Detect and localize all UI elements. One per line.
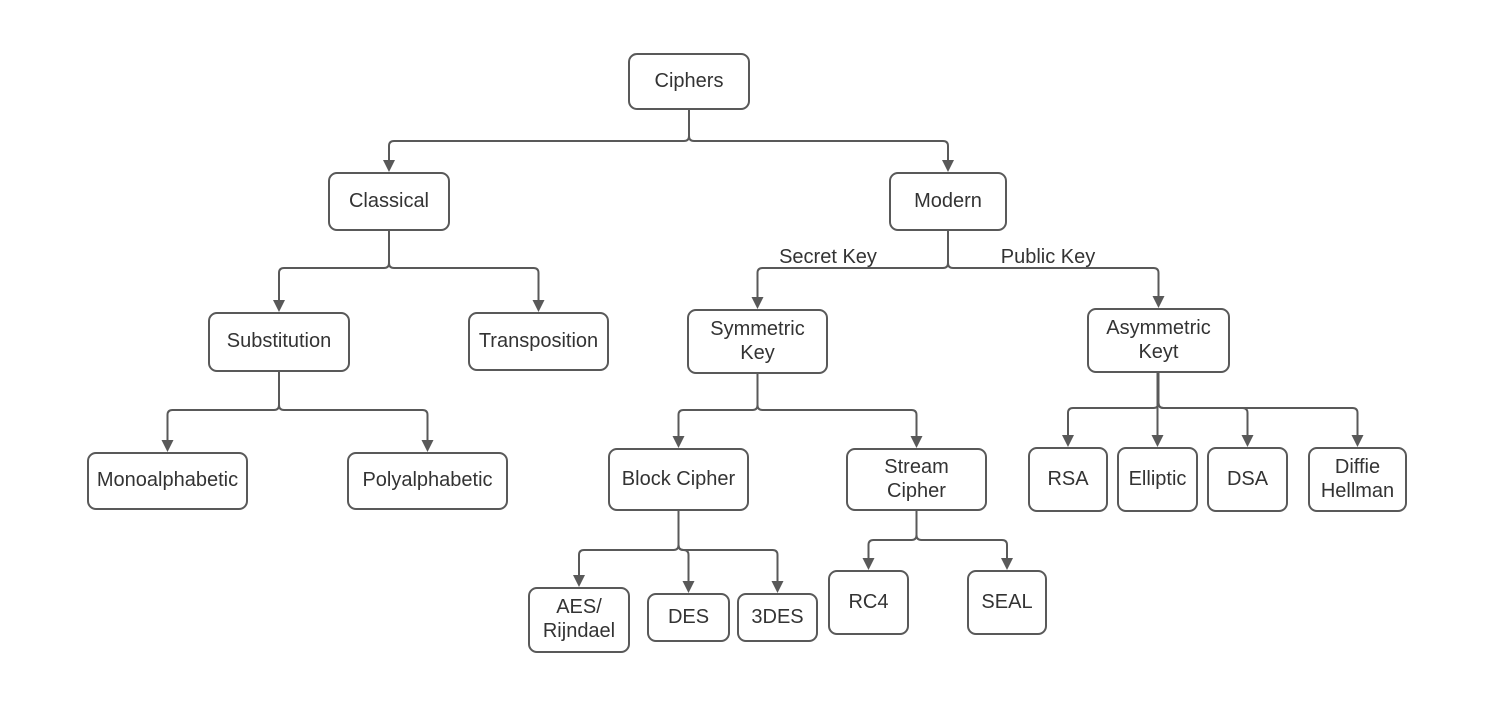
edge-substitution-to-monoalphabetic xyxy=(161,371,280,452)
edge-classical-to-transposition xyxy=(388,230,545,312)
node-des: DES xyxy=(647,593,730,642)
node-rsa: RSA xyxy=(1028,447,1108,512)
node-label: DES xyxy=(667,605,710,628)
node-label: Classical xyxy=(348,189,430,212)
node-substitution: Substitution xyxy=(208,312,350,372)
node-stream-cipher: Stream Cipher xyxy=(846,448,987,511)
node-dsa: DSA xyxy=(1207,447,1288,512)
edge-asymmetric-key-to-rsa xyxy=(1062,372,1160,447)
edge-label-symmetric-key: Secret Key xyxy=(779,246,877,268)
node-modern: Modern xyxy=(889,172,1007,231)
node-label: Ciphers xyxy=(654,69,724,92)
node-label: Elliptic xyxy=(1128,467,1187,490)
node-3des: 3DES xyxy=(737,593,818,642)
edge-symmetric-key-to-block-cipher xyxy=(672,373,759,448)
edge-modern-to-symmetric-key xyxy=(751,230,949,309)
node-label: SEAL xyxy=(981,590,1033,613)
edge-asymmetric-key-to-diffie-hellman xyxy=(1157,372,1364,447)
node-label: Symmetric Key xyxy=(710,317,805,364)
edge-classical-to-substitution xyxy=(273,230,390,312)
node-label: Diffie Hellman xyxy=(1320,455,1395,502)
node-diffie-hellman: Diffie Hellman xyxy=(1308,447,1407,512)
node-seal: SEAL xyxy=(967,570,1047,635)
edge-ciphers-to-modern xyxy=(688,109,954,172)
node-polyalphabetic: Polyalphabetic xyxy=(347,452,508,510)
node-label: Stream Cipher xyxy=(884,455,949,502)
node-label: 3DES xyxy=(751,605,804,628)
edge-label-asymmetric-key: Public Key xyxy=(1001,246,1096,268)
node-label: RC4 xyxy=(848,590,889,613)
connector-group xyxy=(161,109,1364,593)
node-label: Polyalphabetic xyxy=(362,469,493,492)
node-elliptic: Elliptic xyxy=(1117,447,1198,512)
node-symmetric-key: Symmetric Key xyxy=(687,309,828,374)
edge-block-cipher-to-3des xyxy=(677,510,784,593)
node-block-cipher: Block Cipher xyxy=(608,448,749,511)
node-transposition: Transposition xyxy=(468,312,609,371)
node-label: Transposition xyxy=(478,329,599,352)
node-label: RSA xyxy=(1047,467,1089,490)
edge-symmetric-key-to-stream-cipher xyxy=(756,373,923,448)
edge-modern-to-asymmetric-key xyxy=(947,230,1165,308)
node-rc4: RC4 xyxy=(828,570,909,635)
node-label: DSA xyxy=(1226,467,1269,490)
edge-stream-cipher-to-rc4 xyxy=(862,510,918,570)
node-label: Block Cipher xyxy=(621,467,736,490)
edge-stream-cipher-to-seal xyxy=(915,510,1013,570)
node-label: Modern xyxy=(914,189,982,212)
node-label: Substitution xyxy=(226,330,332,353)
node-label: Monoalphabetic xyxy=(96,469,239,492)
edge-substitution-to-polyalphabetic xyxy=(278,371,434,452)
node-asymmetric-key: Asymmetric Keyt xyxy=(1087,308,1230,373)
node-monoalphabetic: Monoalphabetic xyxy=(87,452,248,510)
edge-ciphers-to-classical xyxy=(383,109,690,172)
node-label: AES/ Rijndael xyxy=(542,596,616,642)
edge-block-cipher-to-aes-rijndael xyxy=(573,510,680,587)
edge-label-group: Secret Key Public Key xyxy=(779,246,1095,268)
node-label: Asymmetric Keyt xyxy=(1106,316,1211,363)
node-ciphers: Ciphers xyxy=(628,53,750,110)
node-aes-rijndael: AES/ Rijndael xyxy=(528,587,630,653)
node-classical: Classical xyxy=(328,172,450,231)
